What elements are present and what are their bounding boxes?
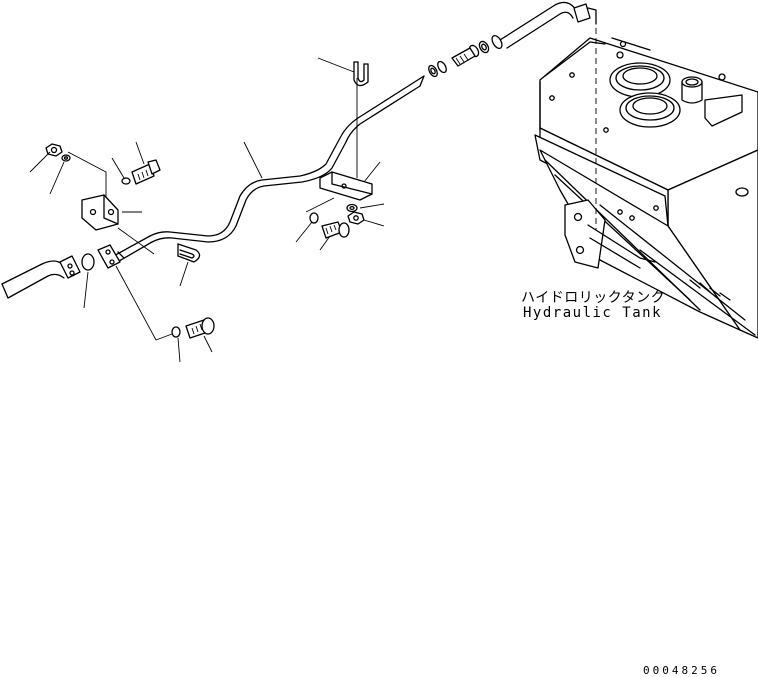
u-clamps <box>177 61 369 263</box>
right-clip-fasteners <box>309 171 373 239</box>
left-fasteners <box>45 143 215 339</box>
leader-lines <box>29 57 385 363</box>
left-bracket <box>81 194 119 231</box>
return-pipe <box>428 1 597 78</box>
hydraulic-tank <box>534 28 758 339</box>
tank-label-japanese: ハイドロリックタンク <box>521 290 666 306</box>
drawing-number: 00048256 <box>643 664 720 677</box>
lower-hose <box>1 244 125 299</box>
tank-label-english: Hydraulic Tank <box>523 305 663 321</box>
main-tube <box>109 75 425 265</box>
